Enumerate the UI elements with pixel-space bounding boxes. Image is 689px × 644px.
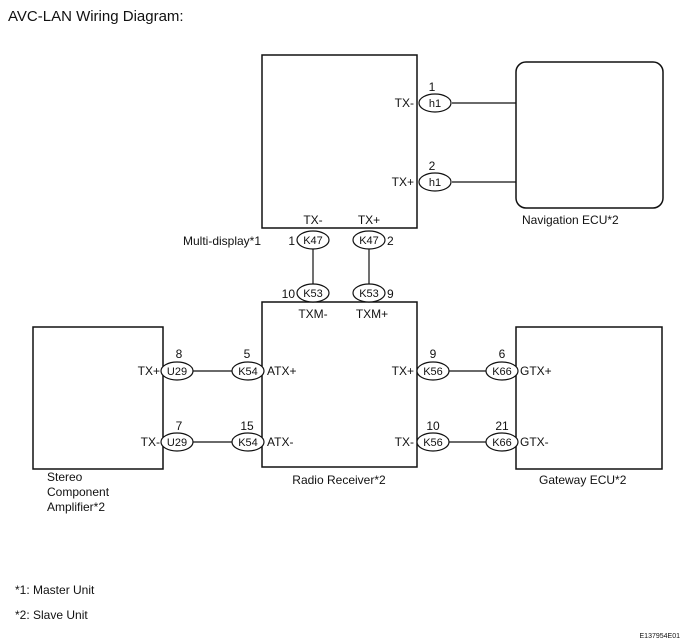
connector-k54-top (231, 361, 265, 381)
signal-md-tx-plus-bottom: TX+ (358, 213, 380, 227)
label-amplifier-line1: Stereo (47, 470, 83, 484)
connector-label-u29-bottom: U29 (167, 437, 187, 449)
label-amplifier-line2: Component (47, 485, 110, 499)
connector-label-k54-top: K54 (238, 366, 258, 378)
pin-u29-bottom: 7 (176, 419, 183, 433)
signal-md-tx-minus-right: TX- (395, 96, 414, 110)
pin-u29-top: 8 (176, 347, 183, 361)
connector-k54-bottom (231, 432, 265, 452)
note-slave-unit: *2: Slave Unit (15, 608, 88, 622)
navigation-ecu-box (515, 61, 664, 209)
connector-label-k47-left: K47 (303, 235, 323, 247)
connector-label-k47-right: K47 (359, 235, 379, 247)
signal-radio-txm-plus: TXM+ (356, 307, 388, 321)
signal-radio-tx-minus: TX- (395, 435, 414, 449)
pin-k47-right: 2 (387, 234, 394, 248)
pin-k53-left: 10 (282, 287, 296, 301)
connector-u29-top (160, 361, 194, 381)
signal-md-tx-minus-bottom: TX- (303, 213, 322, 227)
connector-h1-top (418, 93, 452, 113)
connector-k66-top (485, 361, 519, 381)
label-radio-receiver: Radio Receiver*2 (292, 473, 386, 487)
pin-k47-left: 1 (288, 234, 295, 248)
signal-md-tx-plus-right: TX+ (392, 175, 414, 189)
signal-gw-gtx-plus: GTX+ (520, 364, 552, 378)
pin-k53-right: 9 (387, 287, 394, 301)
label-amplifier-line3: Amplifier*2 (47, 500, 105, 514)
connector-label-k66-bottom: K66 (492, 437, 512, 449)
connector-h1-bottom (418, 172, 452, 192)
multi-display-box (261, 54, 418, 229)
label-navigation-ecu: Navigation ECU*2 (522, 213, 619, 227)
label-multi-display: Multi-display*1 (183, 234, 261, 248)
note-master-unit: *1: Master Unit (15, 583, 95, 597)
pin-k54-top: 5 (244, 347, 251, 361)
connector-u29-bottom (160, 432, 194, 452)
connector-label-k56-bottom: K56 (423, 437, 443, 449)
connector-label-h1-top: h1 (429, 98, 441, 110)
connector-k56-bottom (416, 432, 450, 452)
connector-label-k53-left: K53 (303, 288, 323, 300)
connector-label-h1-bottom: h1 (429, 177, 441, 189)
signal-amp-tx-minus: TX- (141, 435, 160, 449)
signal-radio-atx-plus: ATX+ (267, 364, 296, 378)
signal-gw-gtx-minus: GTX- (520, 435, 549, 449)
diagram-title: AVC-LAN Wiring Diagram: (8, 8, 184, 25)
signal-radio-txm-minus: TXM- (298, 307, 327, 321)
connector-k47-left (296, 230, 330, 250)
pin-h1-top: 1 (429, 80, 436, 94)
figure-id: E137954E01 (640, 633, 681, 640)
connector-label-k66-top: K66 (492, 366, 512, 378)
connector-k53-right (352, 283, 386, 303)
pin-k56-top: 9 (430, 347, 437, 361)
connector-label-k53-right: K53 (359, 288, 379, 300)
radio-receiver-box (261, 301, 418, 468)
signal-radio-tx-plus: TX+ (392, 364, 414, 378)
signal-amp-tx-plus: TX+ (138, 364, 160, 378)
pin-k54-bottom: 15 (240, 419, 254, 433)
connector-k47-right (352, 230, 386, 250)
connector-k56-top (416, 361, 450, 381)
connector-label-k54-bottom: K54 (238, 437, 258, 449)
connector-label-u29-top: U29 (167, 366, 187, 378)
signal-radio-atx-minus: ATX- (267, 435, 293, 449)
connector-k53-left (296, 283, 330, 303)
connector-k66-bottom (485, 432, 519, 452)
stereo-amplifier-box (32, 326, 164, 470)
pin-k56-bottom: 10 (426, 419, 440, 433)
label-gateway-ecu: Gateway ECU*2 (539, 473, 627, 487)
gateway-ecu-box (515, 326, 663, 470)
pin-k66-top: 6 (499, 347, 506, 361)
connector-label-k56-top: K56 (423, 366, 443, 378)
pin-h1-bottom: 2 (429, 159, 436, 173)
pin-k66-bottom: 21 (495, 419, 509, 433)
